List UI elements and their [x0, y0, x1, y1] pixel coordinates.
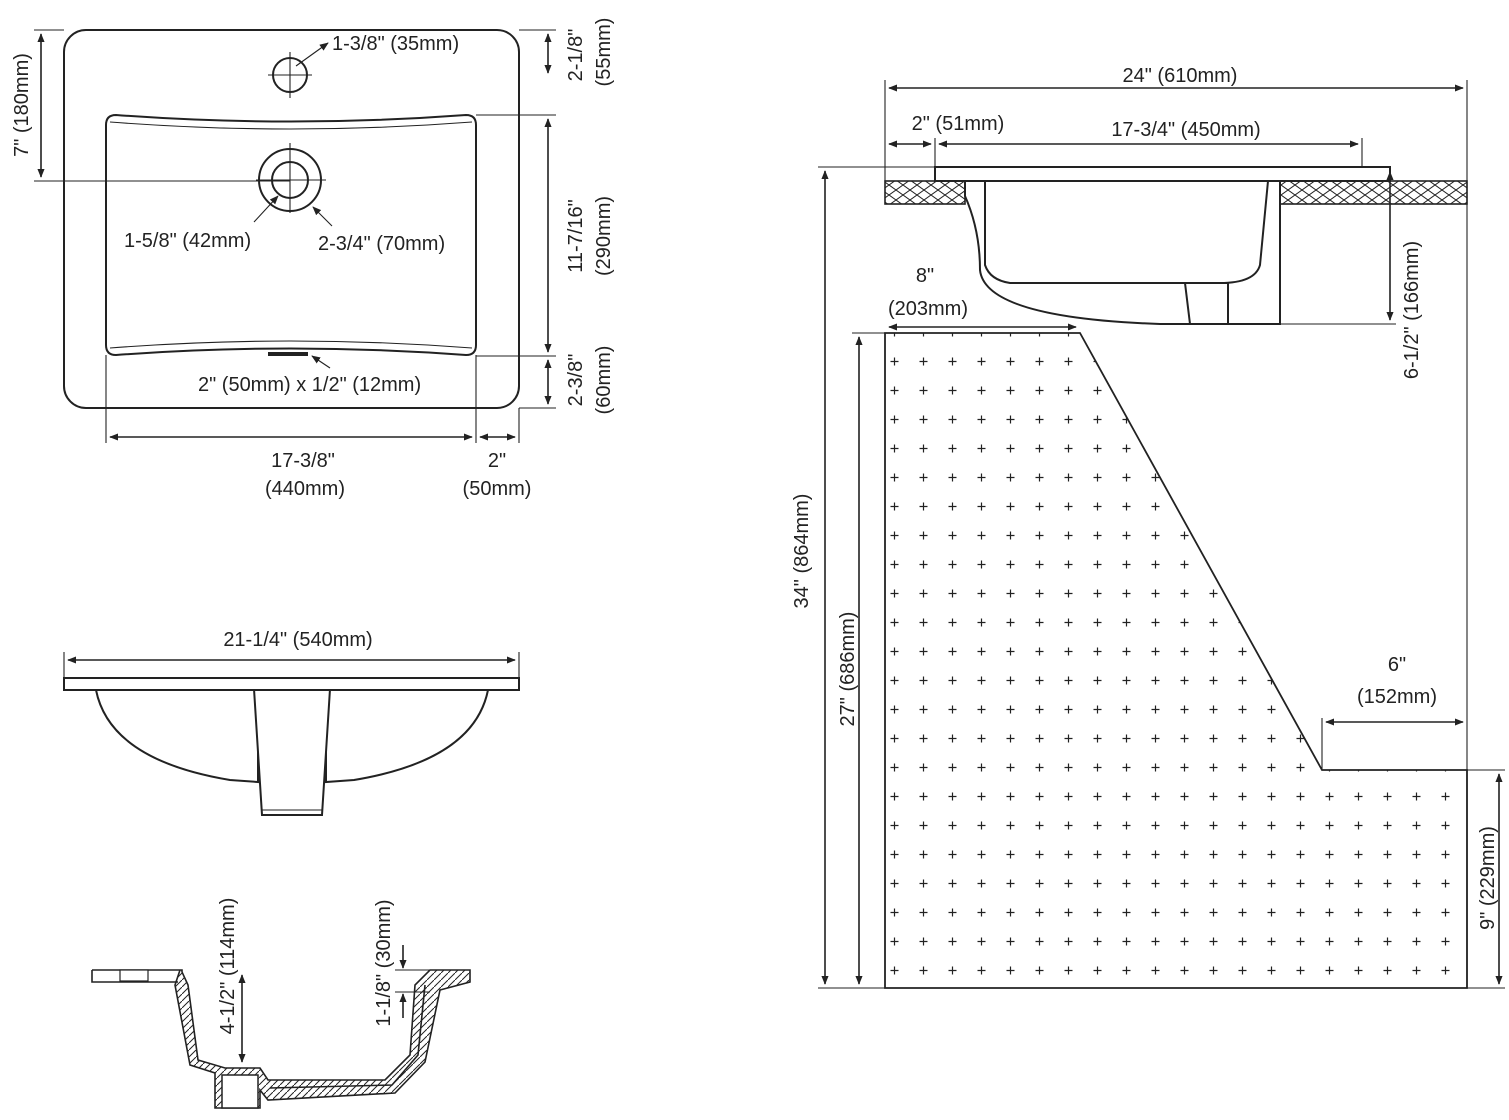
sink-rim-front	[63, 677, 520, 691]
cutout-label: 17-3/4" (450mm)	[1111, 119, 1260, 141]
section-body	[92, 969, 471, 1109]
bowl-depth-mm: (290mm)	[593, 196, 615, 276]
drain-side	[1183, 282, 1229, 325]
bowl-width-mm: (440mm)	[265, 478, 345, 500]
front-view: 21-1/4" (540mm)	[63, 629, 520, 816]
faucet-offset-mm: (55mm)	[593, 18, 615, 87]
drain-inner-label: 1-5/8" (42mm)	[124, 230, 251, 252]
overflow-label: 2" (50mm) x 1/2" (12mm)	[198, 374, 421, 396]
toe-height-label: 9" (229mm)	[1477, 826, 1499, 930]
overflow-slot	[268, 352, 308, 356]
sink-rim-side	[934, 166, 1391, 182]
toe-depth-mm: (152mm)	[1357, 686, 1437, 708]
drain-outer-label: 2-3/4" (70mm)	[318, 233, 445, 255]
drain-tailpiece	[252, 688, 332, 816]
toe-depth-in: 6"	[1388, 654, 1406, 676]
bowl-width-in: 17-3/8"	[271, 450, 335, 472]
drain-offset-label: 7" (180mm)	[11, 53, 33, 157]
sink-bowl-side	[984, 180, 1270, 284]
front-width-label: 21-1/4" (540mm)	[223, 629, 372, 651]
cabinet-top-mm: (203mm)	[888, 298, 968, 320]
install-view: 24" (610mm) 2" (51mm) 17-3/4" (450mm) 6-…	[791, 65, 1505, 989]
sink-depth-label: 6-1/2" (166mm)	[1401, 241, 1423, 379]
vanity-cabinet	[884, 332, 1468, 989]
section-depth-label: 4-1/2" (114mm)	[217, 898, 239, 1035]
top-view: 1-3/8" (35mm) 1-5/8" (42mm) 2-3/4" (70mm…	[11, 18, 615, 500]
countertop-left	[884, 180, 966, 205]
front-rim-in: 2-3/8"	[565, 354, 587, 407]
section-view: 4-1/2" (114mm) 1-1/8" (30mm)	[91, 898, 471, 1109]
setback-label: 2" (51mm)	[912, 113, 1005, 135]
side-rim-in: 2"	[488, 450, 506, 472]
front-rim-mm: (60mm)	[593, 346, 615, 415]
bowl-outline-top	[105, 113, 477, 357]
cabinet-height-label: 27" (686mm)	[837, 612, 859, 727]
countertop-right	[1269, 180, 1468, 205]
faucet-hole-label: 1-3/8" (35mm)	[332, 33, 459, 55]
faucet-offset-in: 2-1/8"	[565, 29, 587, 82]
cabinet-top-in: 8"	[916, 265, 934, 287]
section-rim-label: 1-1/8" (30mm)	[373, 899, 395, 1026]
side-rim-mm: (50mm)	[463, 478, 532, 500]
bowl-depth-in: 11-7/16"	[565, 199, 587, 272]
total-height-label: 34" (864mm)	[791, 494, 813, 609]
counter-width-label: 24" (610mm)	[1123, 65, 1238, 87]
